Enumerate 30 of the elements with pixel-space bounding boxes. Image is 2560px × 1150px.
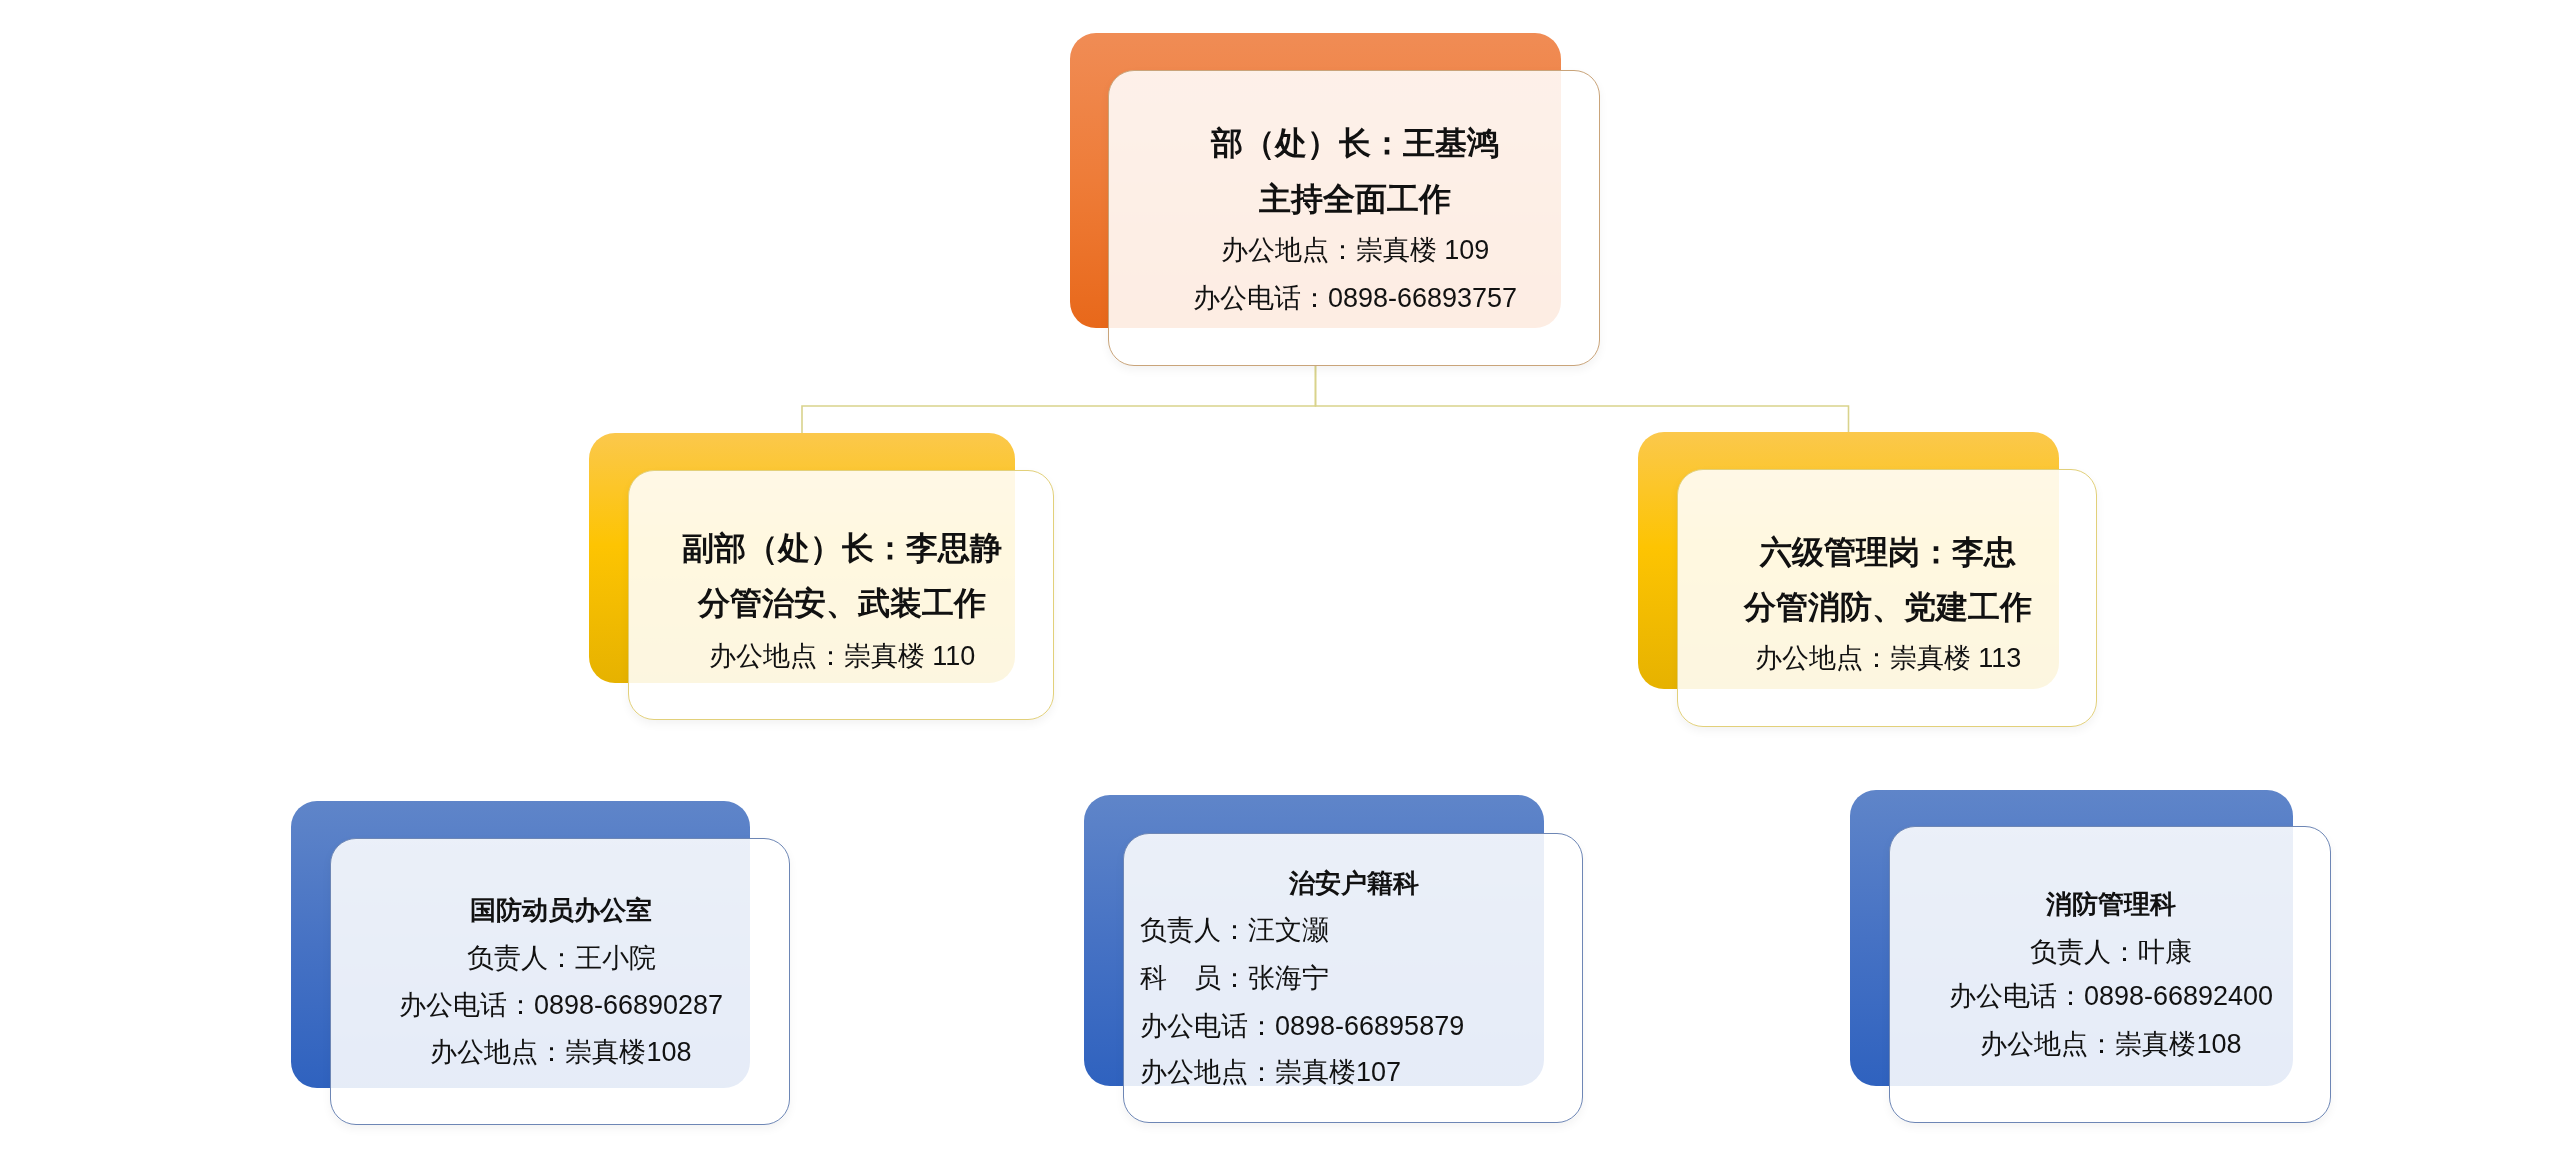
title-text: 部（处）长：王基鸿: [1211, 124, 1499, 162]
title-text: 分管治安、武装工作: [698, 584, 986, 622]
title-text: 治安户籍科: [1289, 869, 1419, 899]
info-text: 办公地点：崇真楼108: [430, 1037, 692, 1069]
title-text: 六级管理岗：李忠: [1760, 533, 2016, 571]
info-text: 办公电话：0898-66893757: [1192, 283, 1518, 315]
title-text: 副部（处）长：李思静: [682, 529, 1002, 567]
info-text: 办公电话：0898-66895879: [1140, 1011, 1465, 1043]
info-text: 办公地点：崇真楼108: [1980, 1029, 2242, 1061]
info-card: [1084, 795, 1583, 1123]
info-card: [291, 801, 790, 1125]
title-text: 主持全面工作: [1259, 180, 1451, 218]
info-text: 负责人：叶康: [2030, 937, 2192, 969]
info-text: 科 员：张海宁: [1140, 963, 1329, 995]
connector-line: [1314, 365, 1850, 433]
info-card: [1638, 432, 2097, 727]
title-text: 国防动员办公室: [470, 896, 652, 926]
title-text: 消防管理科: [2046, 890, 2176, 920]
info-text: 负责人：王小院: [466, 943, 656, 975]
info-text: 办公地点：崇真楼 113: [1754, 643, 2022, 675]
info-text: 办公电话：0898-66892400: [1948, 981, 2274, 1013]
info-text: 办公地点：崇真楼107: [1140, 1057, 1402, 1089]
info-text: 办公电话：0898-66890287: [398, 990, 724, 1022]
title-text: 分管消防、党建工作: [1744, 588, 2032, 626]
info-card: [1850, 790, 2331, 1123]
info-text: 办公地点：崇真楼 110: [708, 641, 976, 673]
info-card: [589, 433, 1054, 720]
info-text: 办公地点：崇真楼 109: [1220, 235, 1490, 267]
info-card: [1070, 33, 1600, 366]
info-text: 负责人：汪文灏: [1140, 915, 1329, 947]
